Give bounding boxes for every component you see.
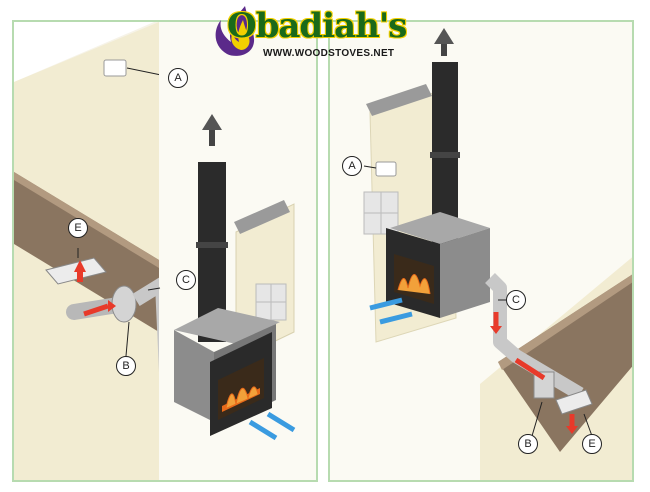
thermostat-icon: [103, 59, 127, 77]
callout-a: A: [342, 156, 362, 176]
thermostat-icon: [375, 161, 397, 177]
fire-icon: [397, 274, 431, 295]
hot-air-arrow: [83, 303, 109, 317]
flame-icon: [215, 6, 255, 56]
brand-logo: Obadiah's WWW.WOODSTOVES.NET: [205, 2, 415, 68]
hot-air-up-arrow: [74, 260, 86, 272]
right-installation-illustration: [330, 22, 632, 480]
callout-e: E: [582, 434, 602, 454]
duct-fan: [533, 371, 555, 399]
cool-air-arrow: [379, 311, 413, 325]
callout-b: B: [518, 434, 538, 454]
callout-c: C: [506, 290, 526, 310]
brand-name: Obadiah's: [227, 6, 407, 46]
hot-air-arrow: [514, 357, 546, 381]
callout-e: E: [68, 218, 88, 238]
callout-b: B: [116, 356, 136, 376]
stove-side: [440, 228, 490, 318]
floor-register-icon: [555, 389, 593, 415]
right-installation-panel: A B C E: [328, 20, 634, 482]
callout-a: A: [168, 68, 188, 88]
duct-fan: [111, 285, 137, 323]
callout-c: C: [176, 270, 196, 290]
hot-air-down-arrow: [490, 326, 502, 334]
brand-url: WWW.WOODSTOVES.NET: [263, 48, 395, 59]
duct-run: [485, 273, 584, 401]
left-installation-panel: A B C E: [12, 20, 318, 482]
left-installation-illustration: [14, 22, 316, 480]
fire-icon: [225, 386, 259, 409]
stove-side: [174, 330, 214, 422]
exhaust-arrow: [434, 28, 454, 44]
exhaust-arrow: [202, 114, 222, 130]
cool-air-arrow: [266, 411, 296, 433]
floor-section: [498, 274, 632, 452]
